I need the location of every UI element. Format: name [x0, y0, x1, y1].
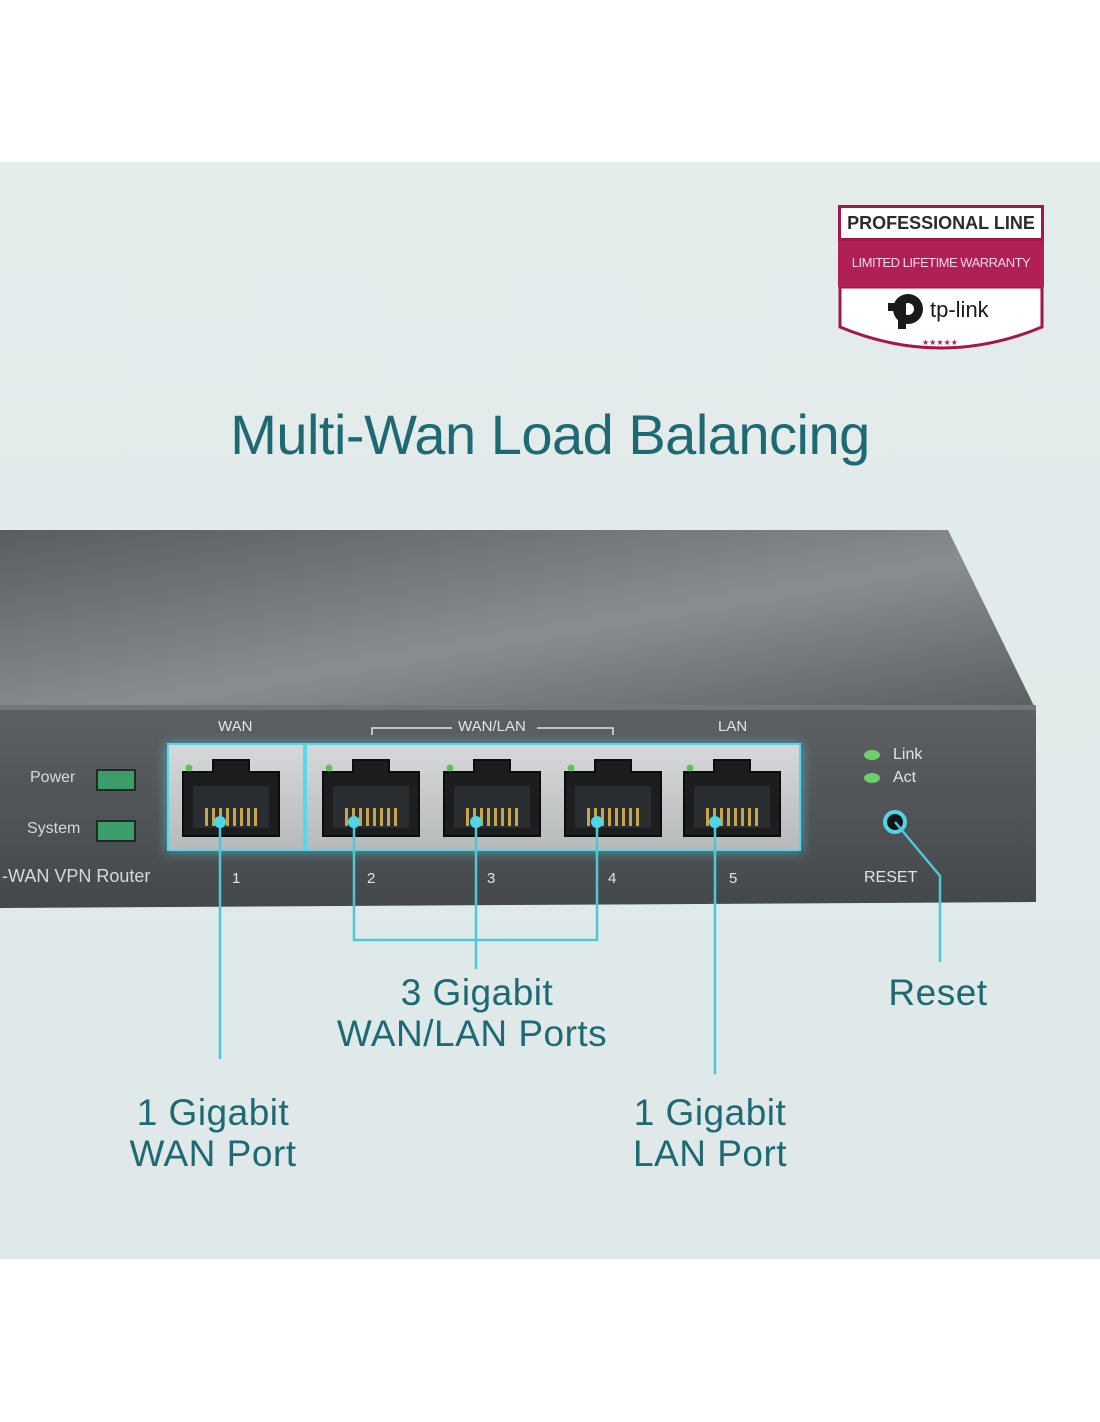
system-label: System	[27, 820, 81, 837]
model-label: -WAN VPN Router	[2, 866, 151, 886]
link-led-icon	[864, 750, 880, 760]
callout-lan-line2: LAN Port	[632, 1133, 788, 1174]
warranty-badge: PROFESSIONAL LINE LIMITED LIFETIME WARRA…	[838, 205, 1044, 355]
badge-warranty-text: LIMITED LIFETIME WARRANTY	[838, 241, 1044, 287]
callout-reset: Reset	[866, 972, 1010, 1013]
port-led-icon	[567, 764, 575, 772]
callout-wanlan-line2: WAN/LAN Ports	[336, 1013, 608, 1054]
page-title: Multi-Wan Load Balancing	[230, 403, 870, 466]
port-led-icon	[686, 764, 694, 772]
callout-wan-line1: 1 Gigabit	[136, 1092, 290, 1133]
callout-lan-line1: 1 Gigabit	[633, 1092, 787, 1133]
callout-wanlan-2: WAN/LAN Ports	[322, 1013, 622, 1054]
act-label: Act	[893, 769, 917, 786]
leader-dots	[214, 816, 721, 828]
callout-wan: 1 Gigabit WAN Port	[103, 1092, 323, 1174]
badge-stars: ★★★★★	[922, 338, 958, 347]
badge-title: PROFESSIONAL LINE	[838, 205, 1044, 241]
product-panel: PROFESSIONAL LINE LIMITED LIFETIME WARRA…	[0, 162, 1100, 1259]
port-number: 2	[367, 870, 376, 887]
badge-brand-shield: tp-link ★★★★★	[838, 287, 1044, 350]
power-label: Power	[30, 769, 76, 786]
port-number: 4	[608, 870, 617, 887]
badge-brand-name: tp-link	[930, 297, 990, 322]
port-led-icon	[446, 764, 454, 772]
router-top	[0, 530, 1036, 710]
ethernet-port-icon	[182, 759, 280, 837]
callout-lan: 1 Gigabit LAN Port	[600, 1092, 820, 1174]
ethernet-port-icon	[322, 759, 420, 837]
wanlan-label: WAN/LAN	[458, 718, 526, 735]
reset-label: RESET	[864, 869, 918, 886]
router-illustration	[0, 530, 1036, 1074]
callout-wan-line2: WAN Port	[129, 1133, 297, 1174]
wan-label: WAN	[218, 718, 253, 735]
ethernet-port-icon	[564, 759, 662, 837]
ethernet-port-icon	[443, 759, 541, 837]
callout-wanlan-line1: 3 Gigabit	[400, 972, 554, 1013]
power-led-icon	[96, 769, 136, 791]
callout-reset-line1: Reset	[888, 972, 988, 1013]
port-number: 5	[729, 870, 738, 887]
tp-link-logo-icon	[888, 294, 923, 329]
callout-wanlan: 3 Gigabit	[367, 972, 587, 1013]
act-led-icon	[864, 773, 880, 783]
port-number: 3	[487, 870, 496, 887]
lan-label: LAN	[718, 718, 748, 735]
system-led-icon	[96, 820, 136, 842]
link-label: Link	[893, 746, 923, 763]
port-led-icon	[185, 764, 193, 772]
port-number: 1	[232, 870, 241, 887]
port-led-icon	[325, 764, 333, 772]
ethernet-port-icon	[683, 759, 781, 837]
leader-lines	[218, 821, 942, 1074]
